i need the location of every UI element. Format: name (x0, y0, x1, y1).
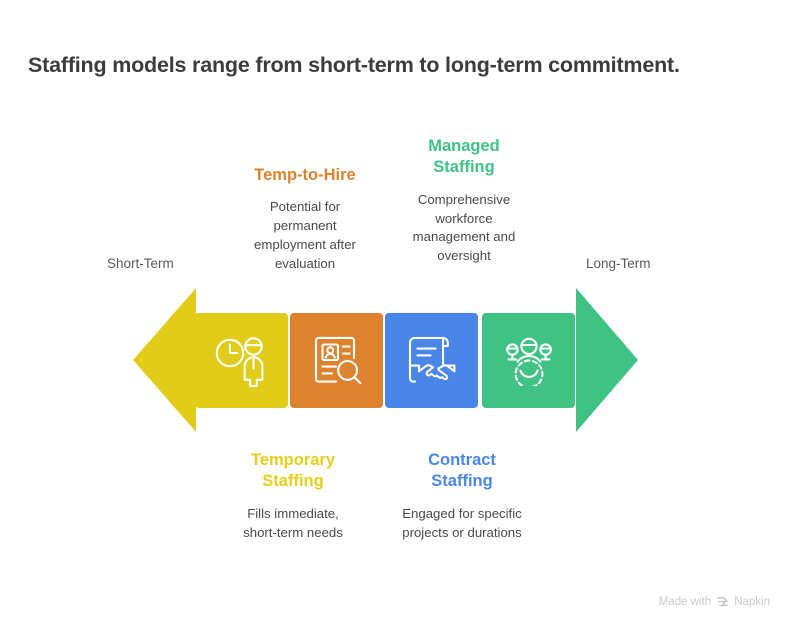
callout-desc-line: evaluation (274, 255, 336, 271)
long-term-axis-label: Long-Term (586, 256, 651, 271)
callout-desc-line: Fills immediate, (247, 505, 339, 521)
callout-title-line: Staffing (431, 472, 493, 491)
page-title: Staffing models range from short-term to… (28, 53, 680, 77)
callout-desc-managed-staffing: Comprehensive workforce management and o… (390, 191, 538, 266)
callout-desc-line: management and (412, 229, 516, 245)
callout-title-line: Contract (428, 451, 496, 469)
callout-title-temporary-staffing: Temporary Staffing (218, 450, 368, 493)
callout-desc-line: Comprehensive (417, 191, 511, 207)
callout-desc-temp-to-hire: Potential for permanent employment after… (231, 198, 379, 273)
contract-handshake-icon (405, 334, 459, 388)
callout-managed-staffing: Managed Staffing Comprehensive workforce… (390, 136, 538, 266)
callout-title-contract-staffing: Contract Staffing (384, 450, 540, 493)
callout-desc-line: employment after (254, 236, 356, 252)
callout-desc-line: projects or durations (402, 524, 522, 540)
callout-contract-staffing: Contract Staffing Engaged for specific p… (384, 450, 540, 542)
callout-desc-temporary-staffing: Fills immediate, short-term needs (218, 505, 368, 542)
team-gear-icon (502, 336, 556, 386)
long-term-arrowhead-icon (576, 288, 638, 432)
callout-desc-line: workforce (435, 210, 493, 226)
short-term-axis-label: Short-Term (107, 256, 174, 271)
callout-temp-to-hire: Temp-to-Hire Potential for permanent emp… (231, 165, 379, 273)
clock-person-icon (214, 335, 270, 387)
watermark-made-with-text: Made with (658, 596, 712, 608)
stage-box-temporary-staffing[interactable] (195, 313, 288, 408)
callout-desc-line: oversight (437, 248, 491, 264)
napkin-logo-icon (716, 596, 729, 608)
callout-title-temp-to-hire: Temp-to-Hire (254, 166, 356, 184)
callout-desc-line: Engaged for specific (402, 505, 522, 521)
callout-desc-line: short-term needs (243, 524, 343, 540)
callout-desc-line: Potential for (269, 199, 341, 215)
short-term-arrowhead-icon (133, 288, 196, 432)
callout-title-managed-staffing: Managed Staffing (390, 136, 538, 179)
resume-search-icon (310, 334, 364, 388)
stage-box-temp-to-hire[interactable] (290, 313, 383, 408)
stage-box-contract-staffing[interactable] (385, 313, 478, 408)
callout-title-line: Staffing (262, 472, 324, 491)
callout-desc-contract-staffing: Engaged for specific projects or duratio… (384, 505, 540, 542)
callout-title-line: Managed (428, 137, 500, 155)
watermark-brand-text: Napkin (734, 596, 770, 608)
stage-box-managed-staffing[interactable] (482, 313, 575, 408)
watermark: Made with Napkin (659, 596, 770, 608)
callout-temporary-staffing: Temporary Staffing Fills immediate, shor… (218, 450, 368, 542)
callout-title-line: Staffing (433, 158, 495, 177)
callout-title-line: Temporary (250, 451, 336, 469)
callout-desc-line: permanent (273, 218, 337, 234)
